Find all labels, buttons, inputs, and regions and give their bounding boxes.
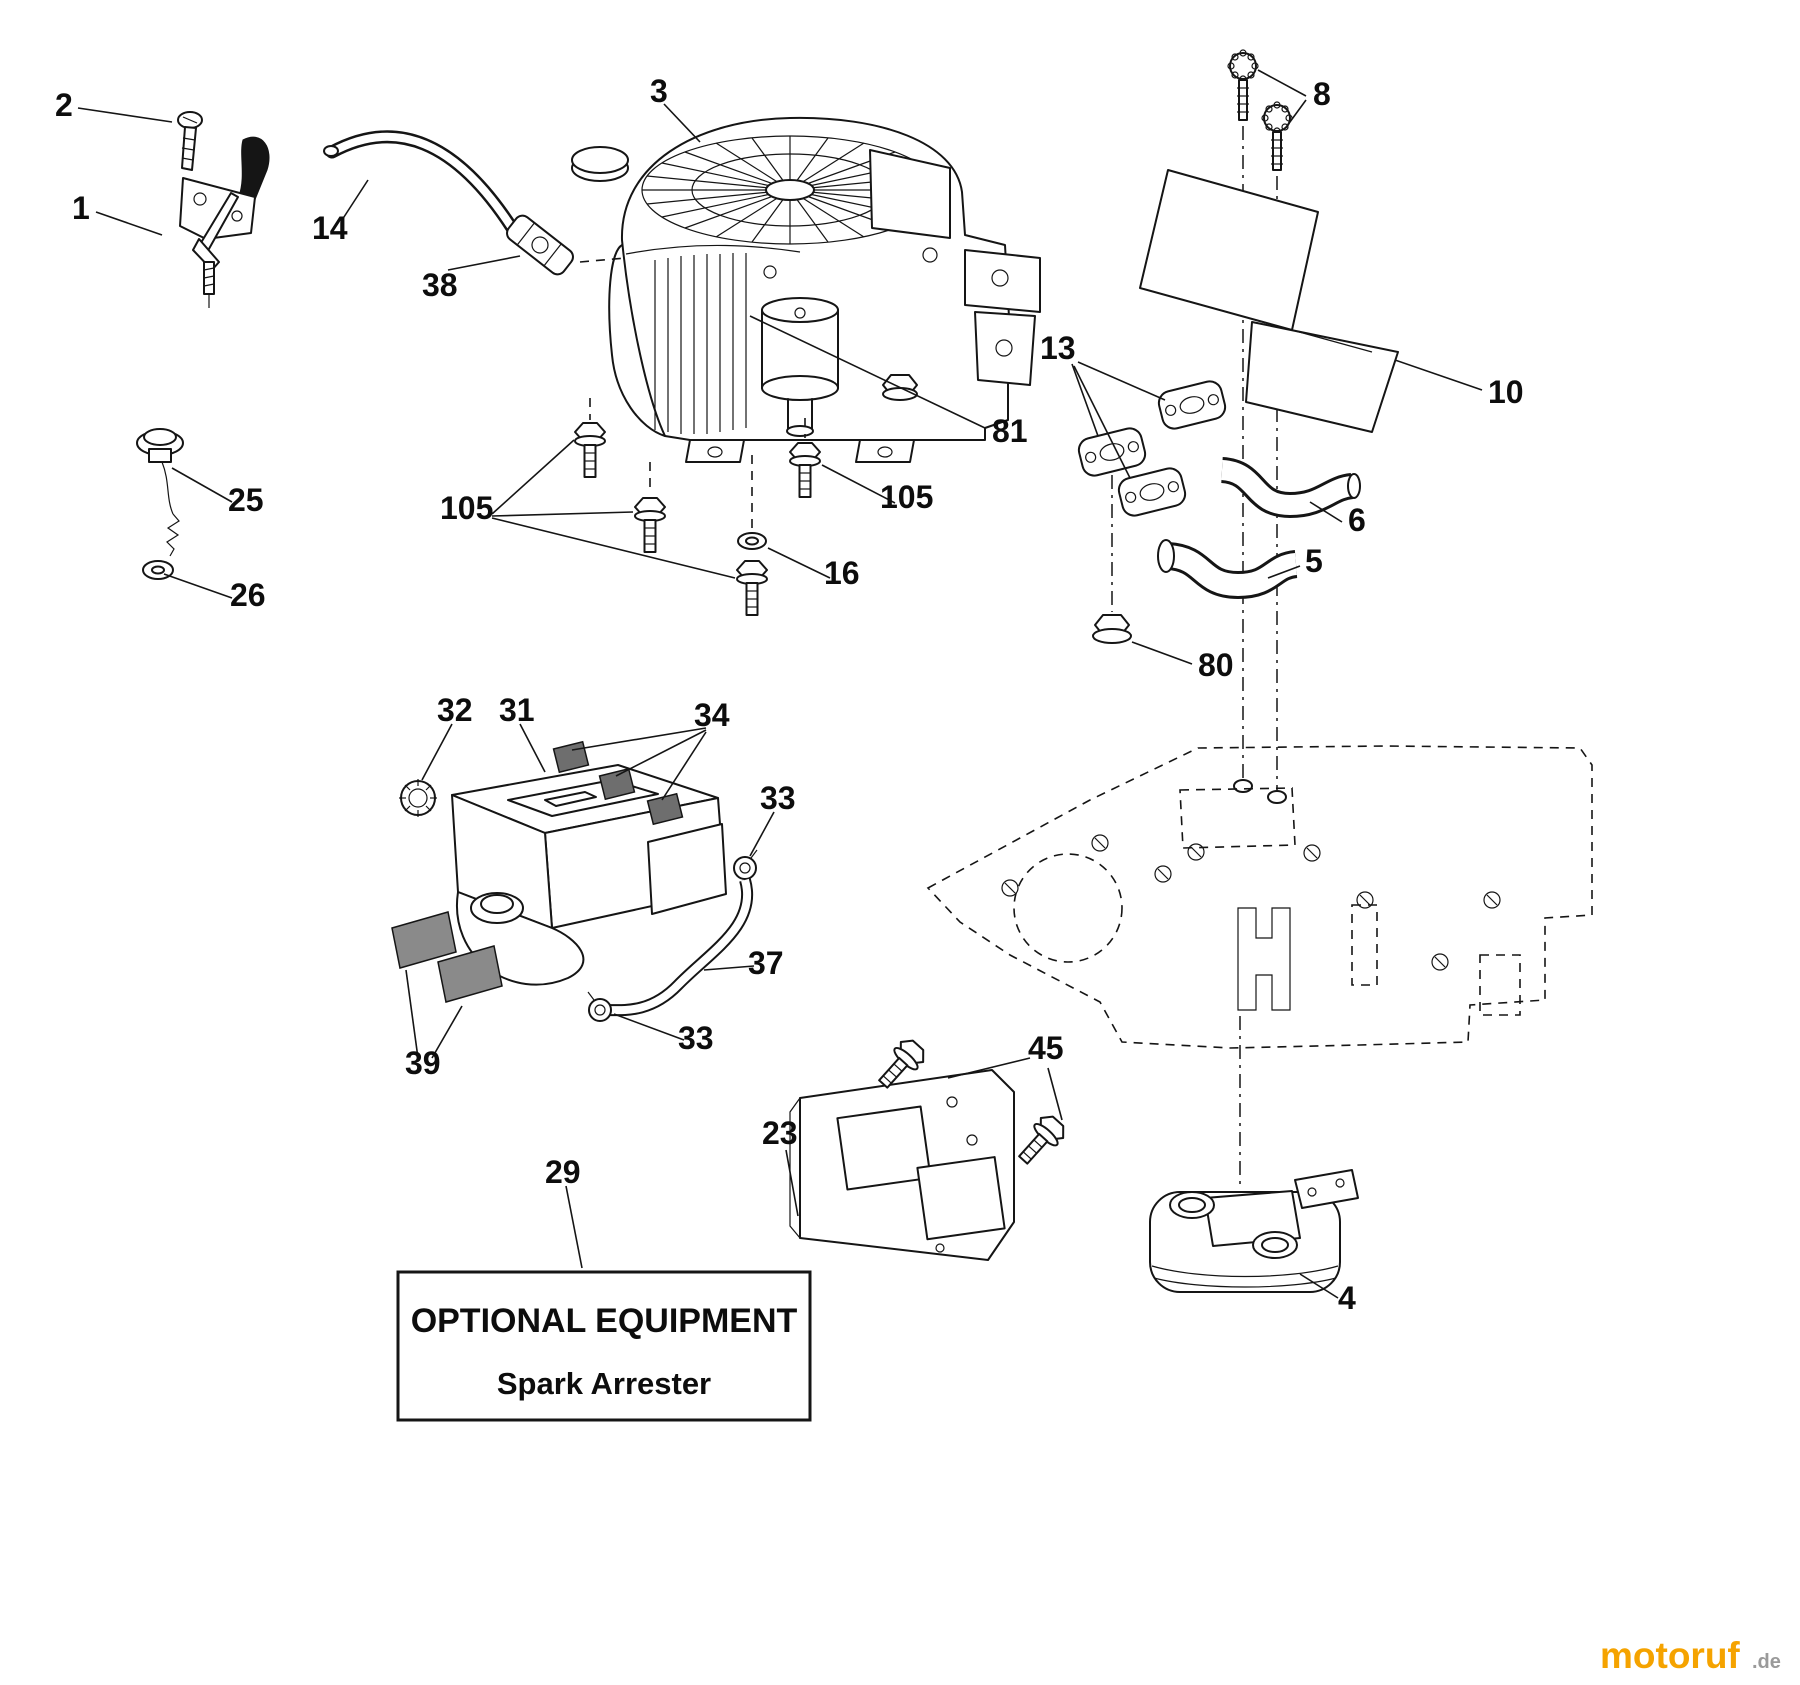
watermark-tld-text: .de <box>1752 1651 1781 1673</box>
fuel-hose-part-37 <box>606 880 747 1010</box>
mount-pad-34-a <box>554 742 589 773</box>
part-label-25: 25 <box>228 482 264 518</box>
hose-clamp-33-top <box>734 850 757 879</box>
bolt-45-a <box>872 1035 929 1094</box>
nut-part-80 <box>1093 615 1131 643</box>
part-label-105-right: 105 <box>880 479 933 515</box>
screw-part-2 <box>178 112 202 170</box>
part-label-34: 34 <box>694 697 730 733</box>
part-label-4: 4 <box>1338 1280 1356 1316</box>
part-label-8: 8 <box>1313 76 1331 112</box>
part-label-16: 16 <box>824 555 860 591</box>
part-label-38: 38 <box>422 267 458 303</box>
gasket-13-c <box>1116 466 1187 518</box>
fuel-tank-part-31 <box>452 765 726 985</box>
washer-part-16 <box>738 533 766 549</box>
bolt-45-b <box>1012 1111 1069 1170</box>
flange-bolt-8-b <box>1262 102 1292 170</box>
crankshaft <box>762 298 838 436</box>
gasket-13-b <box>1076 426 1147 478</box>
bolt-105-right <box>790 443 820 497</box>
part-label-45: 45 <box>1028 1030 1064 1066</box>
mount-pad-34-b <box>600 769 635 800</box>
bolt-105-c <box>737 561 767 615</box>
tank-pad-39-a <box>392 912 456 968</box>
flange-bolt-8-a <box>1228 50 1258 120</box>
part-label-33-top: 33 <box>760 780 796 816</box>
chassis-frame <box>928 746 1592 1048</box>
part-label-81: 81 <box>992 413 1028 449</box>
choke-control-part-25 <box>137 429 183 556</box>
watermark-brand-text: motoruf <box>1600 1635 1740 1676</box>
optional-equipment-box: OPTIONAL EQUIPMENT Spark Arrester <box>398 1272 810 1420</box>
part-label-39: 39 <box>405 1045 441 1081</box>
exhaust-pipe-part-6 <box>1222 470 1360 505</box>
fuel-filter-part-38 <box>504 212 576 277</box>
part-label-32: 32 <box>437 692 473 728</box>
tank-pad-39-b <box>438 946 502 1002</box>
fuel-line-part-14 <box>324 137 512 228</box>
part-label-14: 14 <box>312 210 348 246</box>
heat-shield-part-10 <box>1140 170 1398 432</box>
bolt-105-b <box>635 498 665 552</box>
part-label-26: 26 <box>230 577 266 613</box>
engine-part-3 <box>572 118 1040 462</box>
throttle-control-part-1 <box>180 137 269 308</box>
part-label-33-bottom: 33 <box>678 1020 714 1056</box>
part-label-37: 37 <box>748 945 784 981</box>
part-label-29: 29 <box>545 1154 581 1190</box>
part-label-10: 10 <box>1488 374 1524 410</box>
oil-fill-cap <box>572 147 628 181</box>
muffler-part-4 <box>1150 1170 1358 1292</box>
exhaust-pipe-part-5 <box>1158 540 1296 585</box>
bolt-105-a <box>575 423 605 477</box>
watermark-logo: motoruf .de <box>1600 1635 1781 1676</box>
part-label-105-left: 105 <box>440 490 493 526</box>
fuel-cap-part-32 <box>399 779 437 817</box>
gasket-13-a <box>1156 379 1227 431</box>
bracket-plate-part-23 <box>790 1070 1014 1260</box>
mount-pad-34-c <box>648 794 683 825</box>
part-label-6: 6 <box>1348 502 1366 538</box>
optional-equipment-title: OPTIONAL EQUIPMENT <box>411 1302 798 1340</box>
part-label-5: 5 <box>1305 543 1323 579</box>
hose-clamp-33-bottom <box>588 992 611 1021</box>
cylinder-fins <box>626 245 800 434</box>
part-label-1: 1 <box>72 190 90 226</box>
part-label-13: 13 <box>1040 330 1076 366</box>
optional-equipment-subtitle: Spark Arrester <box>497 1366 711 1401</box>
part-label-2: 2 <box>55 87 73 123</box>
part-label-80: 80 <box>1198 647 1234 683</box>
part-label-3: 3 <box>650 73 668 109</box>
part-label-31: 31 <box>499 692 535 728</box>
leader-lines <box>78 70 1482 1298</box>
part-label-23: 23 <box>762 1115 798 1151</box>
